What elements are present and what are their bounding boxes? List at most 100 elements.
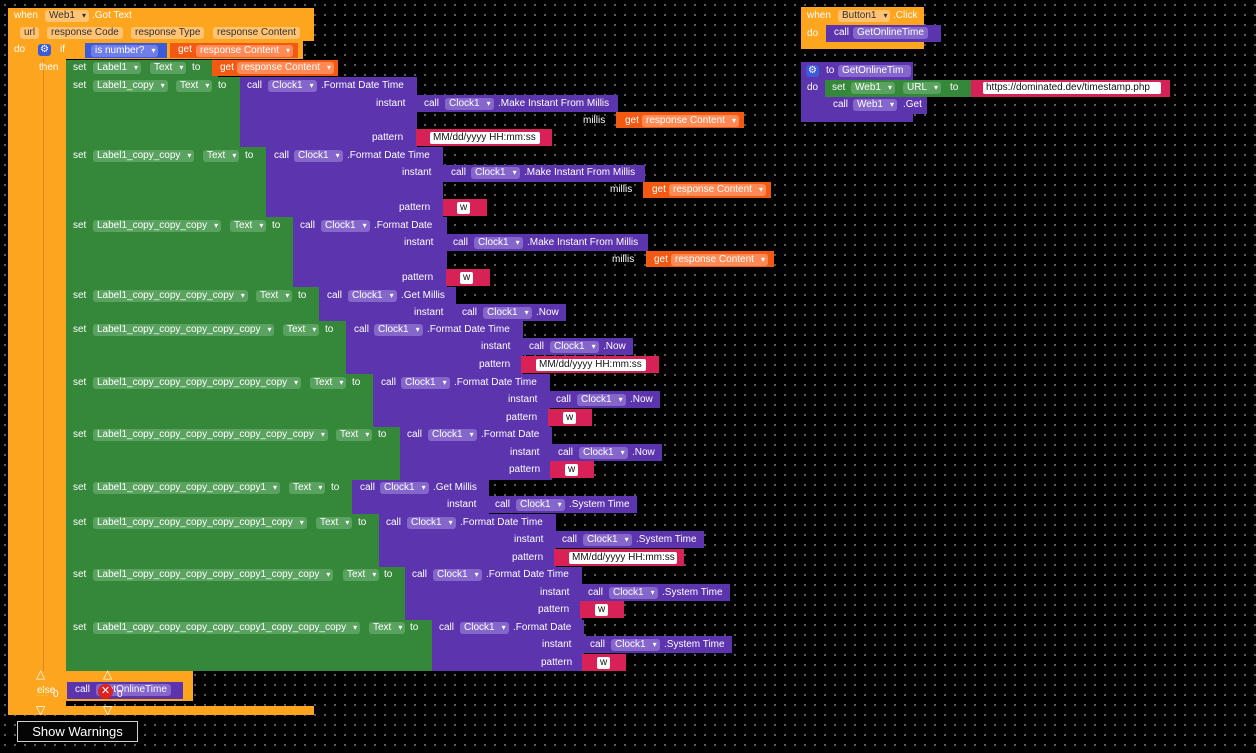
inner-method-name: .Now	[630, 394, 653, 405]
get-var-dropdown[interactable]: response Content	[237, 62, 334, 74]
procedure-name[interactable]: GetOnlineTime	[853, 27, 928, 39]
label-component-dropdown[interactable]: Label1_copy_copy_copy_copy	[93, 290, 248, 302]
clock-component-dropdown[interactable]: Clock1	[374, 324, 423, 336]
pattern-socket-label: pattern	[541, 657, 573, 668]
clock-component-dropdown[interactable]: Clock1	[583, 534, 632, 546]
clock-component-dropdown[interactable]: Clock1	[321, 220, 370, 232]
clock-component-dropdown[interactable]: Clock1	[577, 394, 626, 406]
error-up-arrow-icon[interactable]: △	[103, 667, 113, 681]
warning-down-arrow-icon[interactable]: ▽	[36, 703, 46, 717]
clock-component-dropdown[interactable]: Clock1	[474, 237, 523, 249]
clock-component-dropdown[interactable]: Clock1	[471, 167, 520, 179]
param-response-type[interactable]: response Type	[131, 27, 205, 39]
pattern-text-field[interactable]: w	[595, 604, 609, 616]
pattern-text-field[interactable]: w	[563, 412, 577, 424]
text-property-dropdown[interactable]: Text	[256, 290, 293, 302]
warning-triangle-icon[interactable]: ⚠	[36, 683, 49, 699]
clock-component-dropdown[interactable]: Clock1	[401, 377, 450, 389]
text-property-dropdown[interactable]: Text	[336, 429, 373, 441]
else-keyword: else	[37, 685, 56, 696]
to-keyword: to	[325, 324, 334, 335]
text-property-dropdown[interactable]: Text	[150, 62, 187, 74]
text-property-dropdown[interactable]: Text	[283, 324, 320, 336]
text-property-dropdown[interactable]: Text	[176, 80, 213, 92]
clock-component-dropdown[interactable]: Clock1	[380, 482, 429, 494]
clock-component-dropdown[interactable]: Clock1	[407, 517, 456, 529]
param-response-code[interactable]: response Code	[47, 27, 123, 39]
call-keyword: call	[386, 517, 402, 528]
method-name: .Format Date	[513, 622, 572, 633]
pattern-text-field[interactable]: w	[565, 464, 579, 476]
event-body-frame	[8, 41, 33, 714]
url-property-dropdown[interactable]: URL	[903, 82, 942, 94]
text-property-dropdown[interactable]: Text	[369, 622, 406, 634]
format-date-call-block[interactable]	[293, 217, 447, 287]
clock-component-dropdown[interactable]: Clock1	[579, 447, 628, 459]
label1-dropdown[interactable]: Label1	[93, 62, 142, 74]
event-component-dropdown[interactable]: Button1	[838, 10, 891, 22]
call-keyword: call	[360, 482, 376, 493]
pattern-text-field[interactable]: MM/dd/yyyy HH:mm:ss	[430, 132, 540, 144]
show-warnings-button[interactable]: Show Warnings	[17, 721, 138, 742]
error-down-arrow-icon[interactable]: ▽	[103, 703, 113, 717]
label-component-dropdown[interactable]: Label1_copy_copy_copy	[93, 220, 222, 232]
clock-component-dropdown[interactable]: Clock1	[483, 307, 532, 319]
get-var-dropdown[interactable]: response Content	[642, 115, 739, 127]
text-property-dropdown[interactable]: Text	[230, 220, 267, 232]
get-keyword: get	[625, 115, 639, 126]
url-text-field[interactable]: https://dominated.dev/timestamp.php	[983, 82, 1161, 94]
instant-socket-label: instant	[402, 167, 432, 178]
text-property-dropdown[interactable]: Text	[310, 377, 347, 389]
label-component-dropdown[interactable]: Label1_copy_copy_copy_copy_copy1_copy_co…	[93, 622, 361, 634]
procedure-name[interactable]: GetOnlineTime	[96, 684, 171, 696]
pattern-text-field[interactable]: w	[460, 272, 474, 284]
clock-component-dropdown[interactable]: Clock1	[460, 622, 509, 634]
label-component-dropdown[interactable]: Label1_copy_copy	[93, 150, 195, 162]
text-property-dropdown[interactable]: Text	[289, 482, 326, 494]
procedure-gear-icon[interactable]: ⚙	[806, 65, 819, 77]
clock-component-dropdown[interactable]: Clock1	[268, 80, 317, 92]
get-var-dropdown[interactable]: response Content	[671, 254, 768, 266]
text-property-dropdown[interactable]: Text	[343, 569, 380, 581]
text-property-dropdown[interactable]: Text	[316, 517, 353, 529]
clock-component-dropdown[interactable]: Clock1	[433, 569, 482, 581]
clock-component-dropdown[interactable]: Clock1	[348, 290, 397, 302]
label-component-dropdown[interactable]: Label1_copy_copy_copy_copy_copy1	[93, 482, 281, 494]
pattern-text-field[interactable]: w	[457, 202, 471, 214]
clock-component-dropdown[interactable]: Clock1	[609, 587, 658, 599]
label-component-dropdown[interactable]: Label1_copy_copy_copy_copy_copy_copy	[93, 377, 302, 389]
inner-method-name: .Make Instant From Millis	[524, 167, 636, 178]
clock-component-dropdown[interactable]: Clock1	[611, 639, 660, 651]
label-component-dropdown[interactable]: Label1_copy	[93, 80, 168, 92]
clock-component-dropdown[interactable]: Clock1	[294, 150, 343, 162]
param-url[interactable]: url	[20, 27, 40, 39]
text-property-dropdown[interactable]: Text	[203, 150, 240, 162]
clock-component-dropdown[interactable]: Clock1	[550, 341, 599, 353]
procedure-name-field[interactable]: GetOnlineTim	[838, 65, 911, 77]
param-response-content[interactable]: response Content	[213, 27, 300, 39]
pattern-socket-label: pattern	[509, 464, 541, 475]
clock-component-dropdown[interactable]: Clock1	[516, 499, 565, 511]
label-component-dropdown[interactable]: Label1_copy_copy_copy_copy_copy1_copy_co…	[93, 569, 334, 581]
clock-component-dropdown[interactable]: Clock1	[445, 98, 494, 110]
set-keyword: set	[73, 517, 87, 528]
get-var-dropdown[interactable]: response Content	[669, 184, 766, 196]
error-x-icon[interactable]: ✕	[98, 684, 113, 699]
clock-component-dropdown[interactable]: Clock1	[428, 429, 477, 441]
label-component-dropdown[interactable]: Label1_copy_copy_copy_copy_copy	[93, 324, 275, 336]
web-component-dropdown[interactable]: Web1	[851, 82, 895, 94]
mutator-gear-icon[interactable]: ⚙	[38, 44, 51, 56]
web-component-dropdown[interactable]: Web1	[853, 99, 897, 111]
label-component-dropdown[interactable]: Label1_copy_copy_copy_copy_copy1_copy	[93, 517, 307, 529]
pattern-text-field[interactable]: MM/dd/yyyy HH:mm:ss	[569, 552, 677, 564]
warning-up-arrow-icon[interactable]: △	[36, 667, 46, 681]
call-keyword: call	[833, 99, 849, 110]
label-component-dropdown[interactable]: Label1_copy_copy_copy_copy_copy_copy_cop…	[93, 429, 328, 441]
get-var-dropdown[interactable]: response Content	[196, 45, 293, 57]
get-keyword: get	[652, 184, 666, 195]
is-number-dropdown[interactable]: is number?	[91, 45, 159, 57]
pattern-text-field[interactable]: w	[597, 657, 611, 669]
pattern-text-field[interactable]: MM/dd/yyyy HH:mm:ss	[536, 359, 646, 371]
event-component-dropdown[interactable]: Web1	[45, 10, 89, 22]
then-keyword: then	[39, 62, 59, 73]
